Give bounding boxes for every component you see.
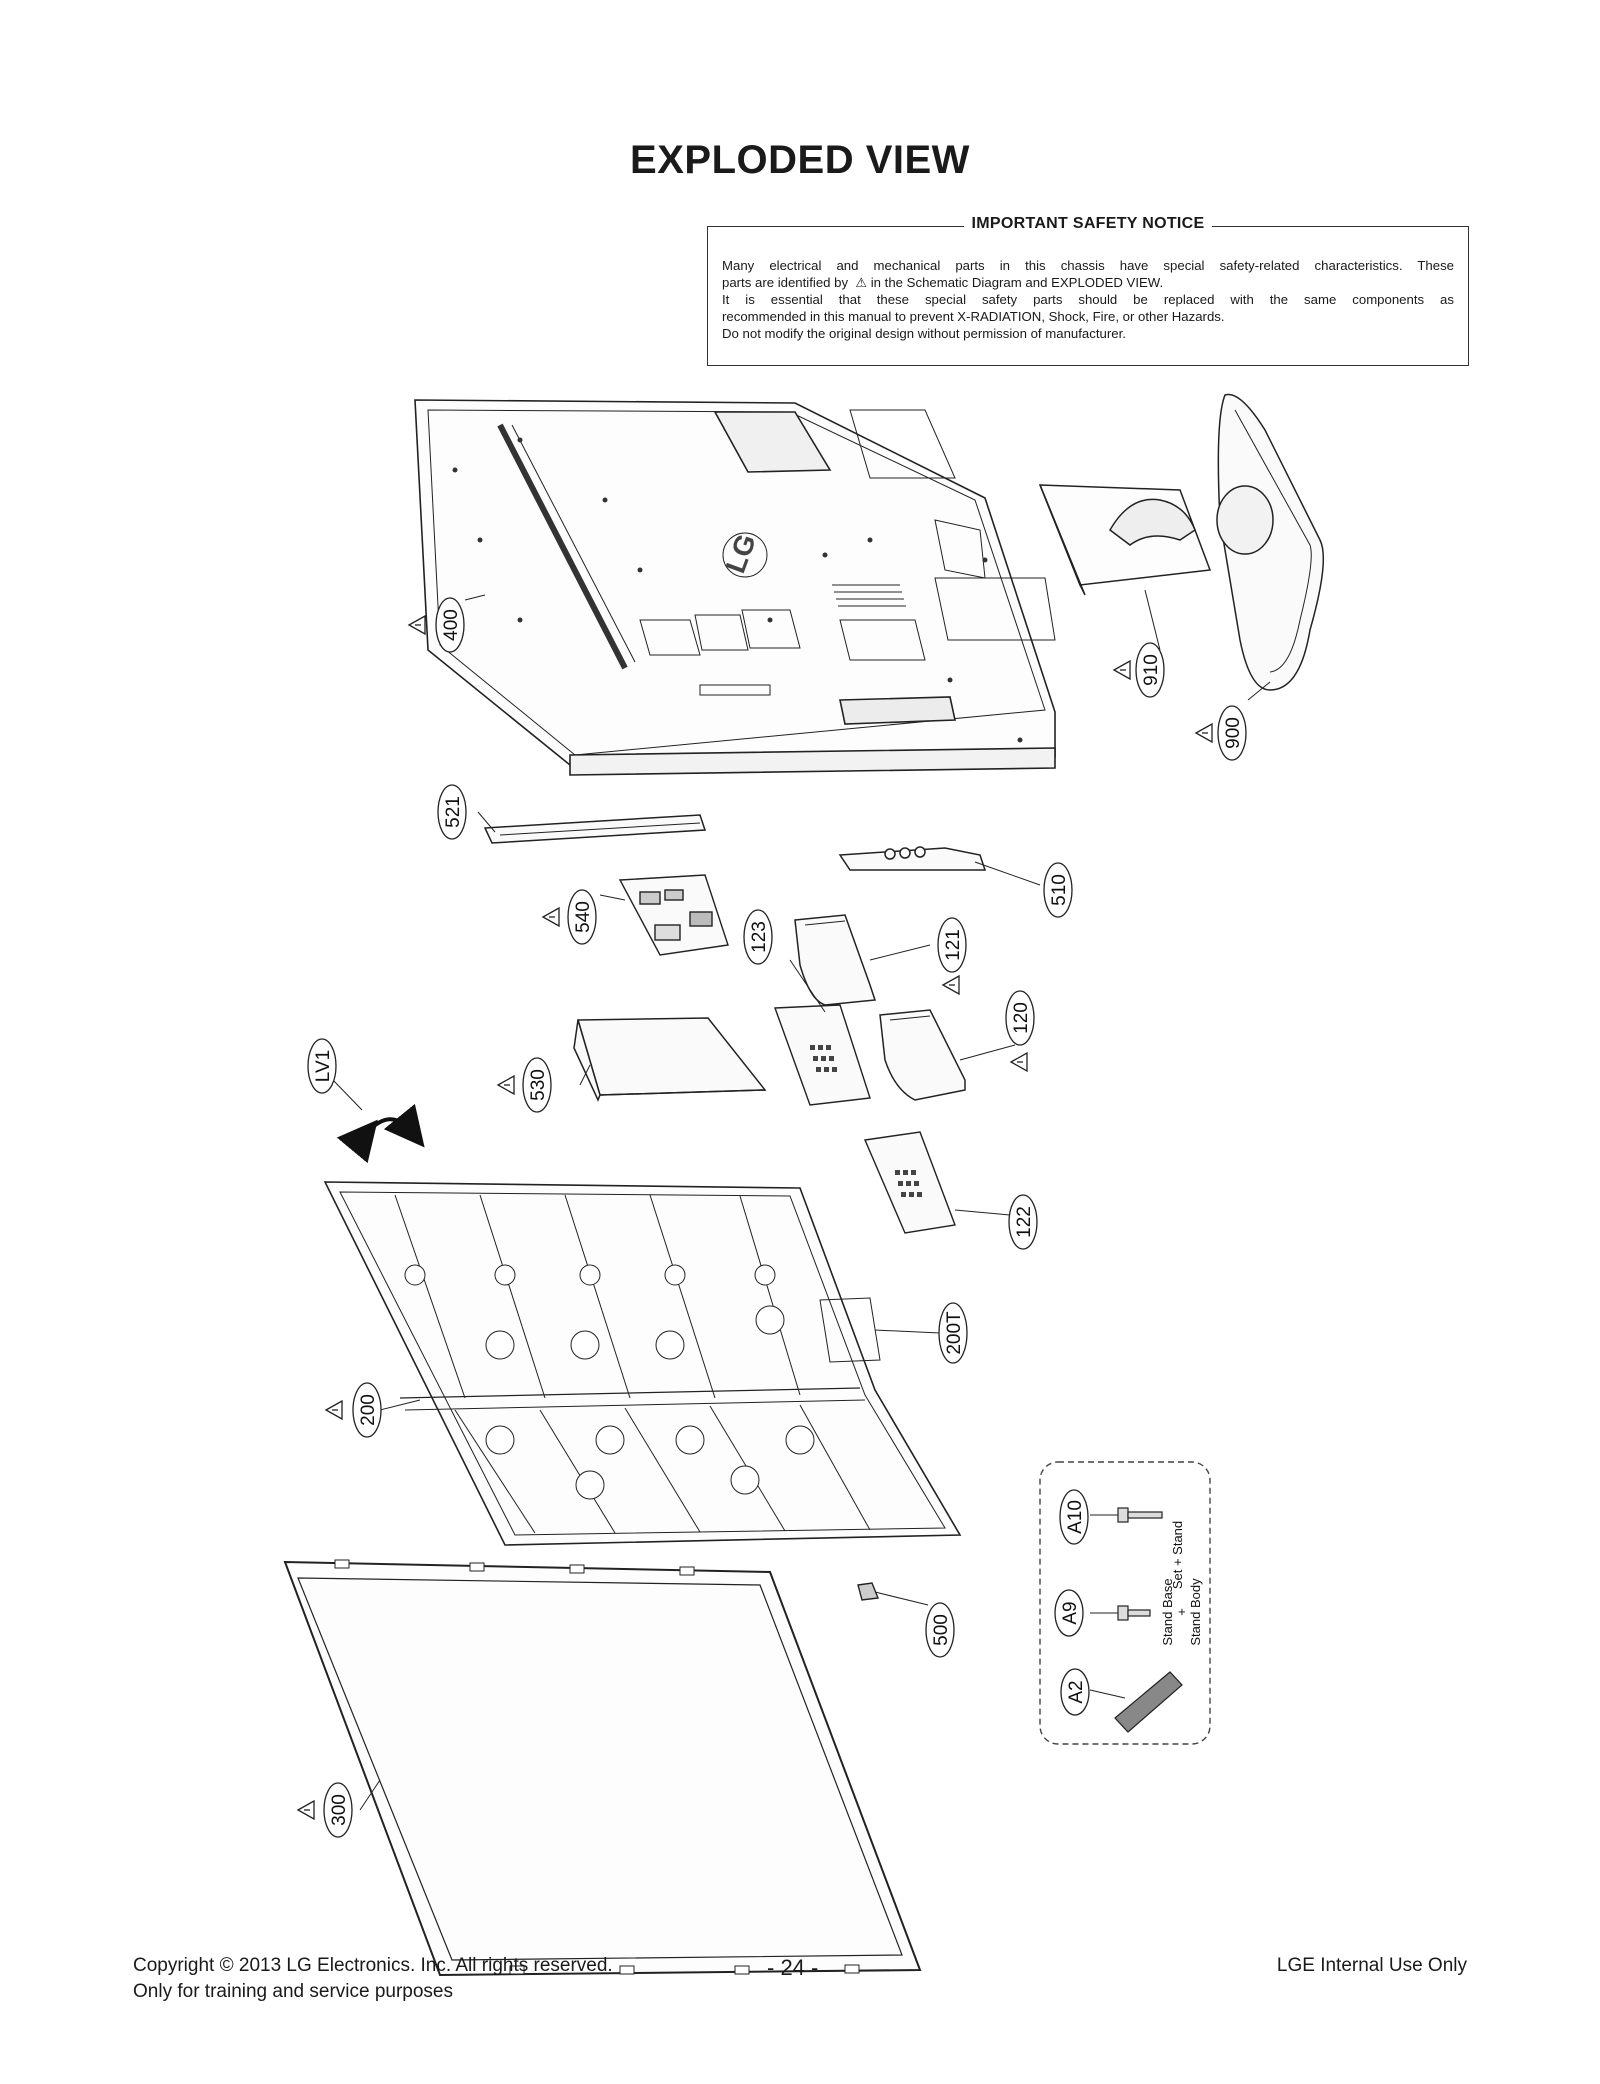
- callout-123: 123: [743, 909, 773, 965]
- part-500-drawing: [857, 1582, 879, 1601]
- screw-a10-drawing: [1117, 1507, 1163, 1523]
- footer-copyright: Copyright © 2013 LG Electronics. Inc. Al…: [133, 1955, 613, 1976]
- bracket-521-drawing: [483, 814, 707, 844]
- screw-kit-box: Set + Stand Stand Base + Stand Body: [1039, 1461, 1211, 1745]
- warning-triangle-icon: [941, 974, 960, 996]
- svg-text:510: 510: [1049, 874, 1070, 906]
- leader-lines: [332, 589, 1271, 1811]
- kit-label-plus: +: [1174, 1608, 1189, 1616]
- module-frame-200-drawing: [323, 1181, 962, 1546]
- svg-text:540: 540: [573, 901, 594, 933]
- svg-text:A10: A10: [1065, 1500, 1086, 1534]
- svg-text:521: 521: [443, 796, 464, 828]
- svg-text:LV1: LV1: [313, 1050, 334, 1082]
- callout-a10: A10: [1059, 1489, 1089, 1545]
- callout-122: 122: [1008, 1194, 1038, 1250]
- warning-triangle-icon: [407, 614, 426, 636]
- svg-text:A9: A9: [1060, 1601, 1081, 1624]
- warning-triangle-icon: [324, 1399, 343, 1421]
- callout-900: 900: [1217, 705, 1247, 761]
- footer-purpose: Only for training and service purposes: [133, 1981, 453, 2002]
- warning-triangle-icon: [1112, 659, 1131, 681]
- svg-text:900: 900: [1223, 717, 1244, 749]
- svg-text:400: 400: [441, 609, 462, 641]
- front-bezel-300-drawing: [283, 1559, 922, 1977]
- svg-text:500: 500: [931, 1614, 952, 1646]
- safety-notice-box: IMPORTANT SAFETY NOTICE Many electrical …: [707, 215, 1469, 366]
- warning-triangle-icon: [296, 1799, 315, 1821]
- svg-text:200: 200: [358, 1394, 379, 1426]
- callout-121: 121: [937, 917, 967, 973]
- main-board-540-drawing: [618, 874, 729, 956]
- callout-200t: 200T: [938, 1302, 968, 1364]
- warning-triangle-icon: [541, 906, 560, 928]
- svg-text:300: 300: [329, 1794, 350, 1826]
- safety-notice-heading: IMPORTANT SAFETY NOTICE: [963, 215, 1213, 232]
- warning-triangle-icon: [1009, 1051, 1028, 1073]
- power-board-530-drawing: [573, 1017, 767, 1102]
- page-title: EXPLODED VIEW: [630, 138, 970, 182]
- safety-notice-body: Many electrical and mechanical parts in …: [722, 257, 1454, 342]
- callout-910: 910: [1135, 642, 1165, 698]
- kit-label-set-stand: Set + Stand: [1170, 1521, 1185, 1589]
- footer-internal-use: LGE Internal Use Only: [1276, 1955, 1467, 1976]
- callout-lv1: LV1: [307, 1038, 337, 1094]
- stand-drawing: [1038, 393, 1325, 691]
- callout-a2: A2: [1060, 1668, 1090, 1716]
- notice-line-3: It is essential that these special safet…: [722, 292, 1454, 307]
- svg-text:530: 530: [528, 1069, 549, 1101]
- callout-540: 540: [567, 889, 597, 945]
- callout-120: 120: [1005, 990, 1035, 1046]
- warning-triangles: [296, 614, 1213, 1821]
- svg-text:A2: A2: [1066, 1680, 1087, 1703]
- svg-text:200T: 200T: [944, 1311, 965, 1355]
- svg-text:120: 120: [1011, 1002, 1032, 1034]
- page-number: - 24 -: [767, 1955, 819, 1980]
- svg-text:122: 122: [1014, 1206, 1035, 1238]
- screw-a9-drawing: [1117, 1605, 1151, 1621]
- board-510-drawing: [838, 846, 987, 871]
- notice-line-4: recommended in this manual to prevent X-…: [722, 309, 1225, 324]
- callout-521: 521: [437, 784, 467, 840]
- lv1-rotation-arrow: [336, 1103, 425, 1164]
- speaker-brackets-drawing: [774, 1004, 956, 1234]
- callout-a9: A9: [1054, 1589, 1084, 1637]
- callouts: 400 910 900 521 510 540 123 121 120 LV1 …: [307, 597, 1247, 1838]
- guide-a2-drawing: [1114, 1671, 1183, 1733]
- warning-triangle-icon: [1194, 722, 1213, 744]
- svg-text:121: 121: [943, 929, 964, 961]
- notice-line-2: parts are identified by ⚠ in the Schemat…: [722, 275, 1164, 290]
- notice-line-5: Do not modify the original design withou…: [722, 326, 1126, 341]
- svg-text:910: 910: [1141, 654, 1162, 686]
- callout-530: 530: [522, 1057, 552, 1113]
- callout-200: 200: [352, 1382, 382, 1438]
- callout-500: 500: [925, 1602, 955, 1658]
- kit-label-stand-base: Stand Base: [1160, 1578, 1175, 1645]
- warning-triangle-icon: ⚠: [855, 275, 868, 290]
- warning-triangle-icon: [496, 1074, 515, 1096]
- callout-400: 400: [435, 597, 465, 653]
- callout-300: 300: [323, 1782, 353, 1838]
- svg-text:123: 123: [749, 921, 770, 953]
- callout-510: 510: [1043, 862, 1073, 918]
- speakers-drawing: [794, 914, 966, 1101]
- notice-line-1: Many electrical and mechanical parts in …: [722, 258, 1454, 273]
- back-cover-drawing: [414, 399, 1056, 776]
- kit-label-stand-body: Stand Body: [1188, 1578, 1203, 1646]
